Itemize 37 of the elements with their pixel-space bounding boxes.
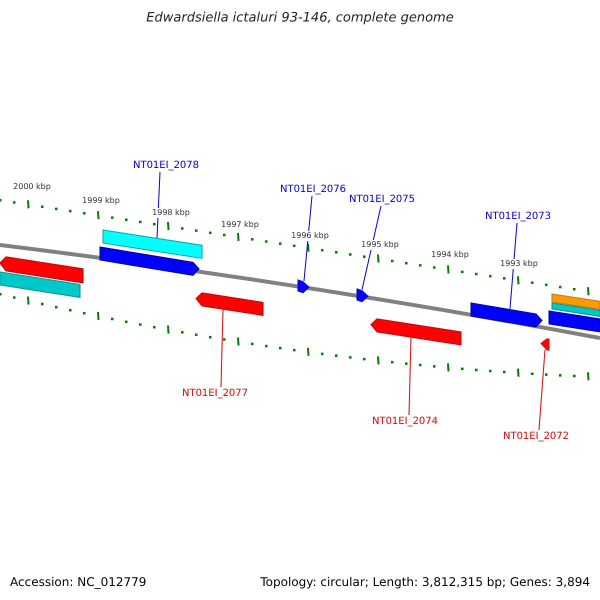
tick-label: 1996 kbp <box>290 231 330 241</box>
tick-label: 1993 kbp <box>499 259 539 269</box>
gene-feature <box>470 302 543 328</box>
gene-label: NT01EI_2077 <box>182 389 248 399</box>
leader-line <box>538 349 546 430</box>
genome-summary: Topology: circular; Length: 3,812,315 bp; Genes: 3,894 <box>260 576 590 588</box>
gene-feature <box>552 293 600 310</box>
leader-line <box>220 308 224 388</box>
leader-line <box>362 206 382 290</box>
gene-feature <box>195 292 264 316</box>
gene-feature <box>540 338 550 351</box>
gene-label: NT01EI_2073 <box>484 212 552 222</box>
gene-feature <box>548 310 600 332</box>
gene-feature <box>370 318 462 346</box>
title: Edwardsiella ictaluri 93-146, complete genome <box>146 12 454 24</box>
gene-feature <box>0 271 80 298</box>
leader-line <box>304 196 312 282</box>
accession-text: Accession: NC_012779 <box>10 576 146 588</box>
tick-label: 1994 kbp <box>430 250 470 260</box>
gene-label: NT01EI_2076 <box>280 185 346 195</box>
gene-label: NT01EI_2075 <box>348 195 416 205</box>
tick-label: 1998 kbp <box>151 208 191 218</box>
gene-label: NT01EI_2072 <box>502 432 570 442</box>
gene-feature <box>298 279 310 294</box>
gene-feature <box>100 246 200 276</box>
gene-feature <box>102 229 202 259</box>
gene-feature <box>0 256 84 284</box>
tick-label: 1995 kbp <box>360 240 400 250</box>
tick-label: 2000 kbp <box>12 182 52 192</box>
tick-label: 1997 kbp <box>220 220 260 230</box>
gene-label: NT01EI_2074 <box>372 417 438 427</box>
gene-feature <box>356 288 369 302</box>
gene-feature <box>552 302 600 318</box>
gene-label: NT01EI_2078 <box>132 161 200 171</box>
tick-label: 1999 kbp <box>81 196 121 206</box>
leader-line <box>408 336 412 416</box>
leader-line <box>510 222 518 310</box>
